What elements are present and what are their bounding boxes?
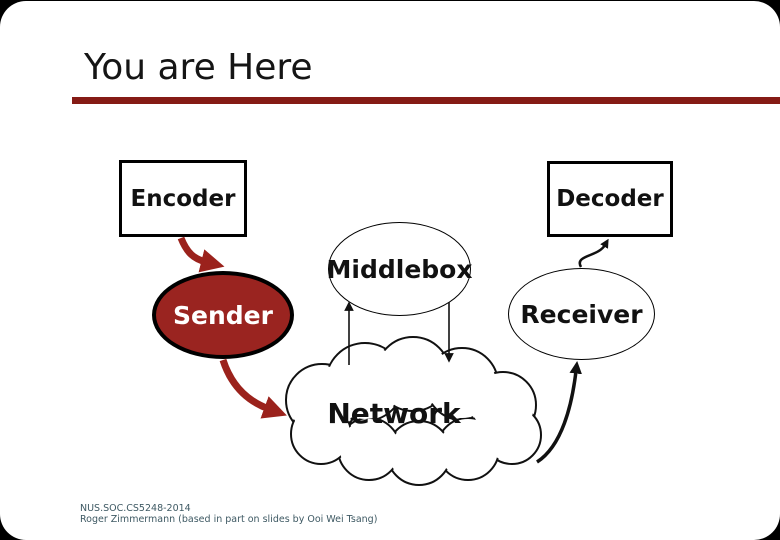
sender-label: Sender	[173, 300, 273, 330]
receiver-ellipse: Receiver	[508, 268, 655, 360]
network-cloud: Network	[285, 336, 542, 486]
network-label: Network	[327, 397, 462, 430]
arrow-sender-to-network	[219, 358, 287, 419]
middlebox-ellipse: Middlebox	[326, 222, 473, 316]
encoder-box: Encoder	[119, 160, 247, 237]
arrow-network-to-receiver	[536, 360, 582, 464]
middlebox-label: Middlebox	[326, 254, 473, 284]
arrow-receiver-to-decoder	[578, 238, 609, 268]
footer-credits: Roger Zimmermann (based in part on slide…	[80, 514, 378, 525]
decoder-box: Decoder	[547, 161, 673, 237]
arrow-encoder-to-sender	[177, 236, 225, 273]
receiver-label: Receiver	[520, 299, 643, 329]
title-underline-bar	[72, 97, 780, 104]
slide-title: You are Here	[84, 47, 313, 88]
footer-course-code: NUS.SOC.CS5248-2014	[80, 503, 191, 514]
sender-ellipse: Sender	[152, 271, 294, 359]
slide-footer: NUS.SOC.CS5248-2014 Roger Zimmermann (ba…	[80, 503, 377, 525]
encoder-label: Encoder	[130, 185, 236, 212]
decoder-label: Decoder	[556, 186, 664, 212]
